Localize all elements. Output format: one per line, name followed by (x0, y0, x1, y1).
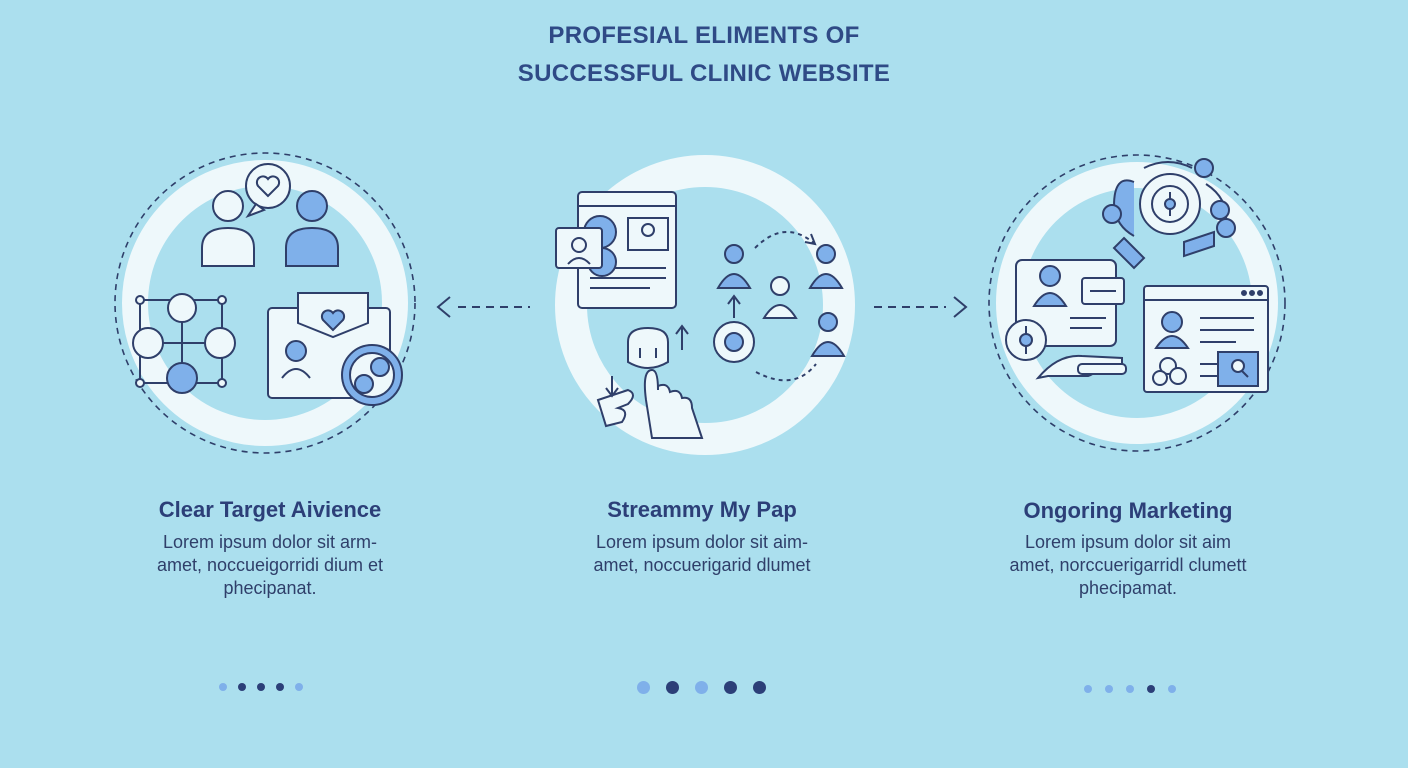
network-icon (132, 293, 236, 394)
pagination-dot[interactable] (695, 681, 708, 694)
step-3-circle (988, 154, 1286, 452)
pagination-dot[interactable] (666, 681, 679, 694)
heart-speech-icon (245, 163, 291, 219)
toggle-icon (341, 344, 403, 406)
pagination-dot[interactable] (1147, 685, 1155, 693)
hand-icon (1035, 354, 1127, 380)
pointing-hand-icon (596, 324, 704, 439)
pagination-dot[interactable] (1084, 685, 1092, 693)
step-1-heading: Clear Target Aivience (158, 497, 382, 522)
user-cycle-icon (713, 230, 846, 382)
step-1-pagination (219, 683, 303, 691)
step-1-body-line-3: phecipanat. (223, 578, 317, 598)
pagination-dot[interactable] (724, 681, 737, 694)
step-3-body-line-1: Lorem ipsum dolor sit aim (1024, 532, 1232, 552)
connector-arrow-left (436, 296, 530, 318)
step-1-circle (114, 152, 416, 454)
pagination-dot[interactable] (1126, 685, 1134, 693)
step-3-body-line-2: amet, norccuerigarridl clumett (1009, 555, 1247, 575)
step-3-heading: Ongoring Marketing (1023, 498, 1233, 523)
page-title-line-1: PROFESIAL ELIMENTS OF (548, 22, 860, 49)
step-1-body-line-1: Lorem ipsum dolor sit arm- (162, 532, 378, 552)
profile-chat-icon (1005, 259, 1125, 361)
step-2-circle (555, 155, 855, 455)
pagination-dot[interactable] (637, 681, 650, 694)
pagination-dot[interactable] (219, 683, 227, 691)
pagination-dot[interactable] (1168, 685, 1176, 693)
page-title-line-2: SUCCESSFUL CLINIC WEBSITE (517, 60, 891, 87)
step-2-body-line-2: amet, noccuerigarid dlumet (593, 555, 811, 575)
video-call-icon (555, 227, 617, 277)
step-2-heading: Streammy My Pap (607, 497, 797, 522)
step-3-pagination (1084, 685, 1176, 693)
pagination-dot[interactable] (753, 681, 766, 694)
browser-search-icon (1143, 285, 1269, 393)
pagination-dot[interactable] (276, 683, 284, 691)
connector-arrow-right (874, 296, 968, 318)
step-3-body-line-3: phecipamat. (1078, 578, 1178, 598)
pagination-dot[interactable] (238, 683, 246, 691)
step-1-body-line-2: amet, noccueigorridi dium et (156, 555, 384, 575)
gear-network-icon (1102, 158, 1236, 270)
step-2-body-line-1: Lorem ipsum dolor sit aim- (595, 532, 809, 552)
pagination-dot[interactable] (257, 683, 265, 691)
step-2-pagination (637, 681, 766, 694)
pagination-dot[interactable] (1105, 685, 1113, 693)
pagination-dot[interactable] (295, 683, 303, 691)
patients-icon (201, 190, 339, 267)
